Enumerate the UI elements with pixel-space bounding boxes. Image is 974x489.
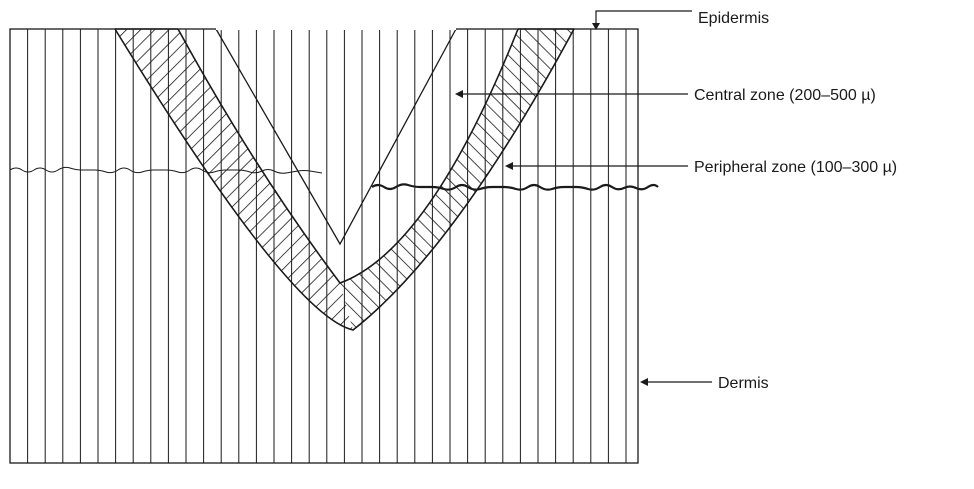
epidermis-leader — [592, 10, 692, 30]
central-zone-label: Central zone (200–500 µ) — [694, 87, 876, 104]
vertical-striations — [27, 29, 627, 463]
tissue-block — [9, 28, 639, 464]
epidermis-label: Epidermis — [698, 10, 769, 27]
junction-line — [9, 166, 659, 191]
central-zone-leader — [455, 90, 688, 98]
peripheral-zone-band — [114, 28, 575, 331]
dermis-label: Dermis — [718, 375, 769, 392]
peripheral-zone-leader — [505, 162, 688, 170]
central-zone-wedge — [215, 28, 457, 246]
peripheral-zone-label: Peripheral zone (100–300 µ) — [694, 159, 897, 176]
dermis-leader — [640, 378, 712, 386]
